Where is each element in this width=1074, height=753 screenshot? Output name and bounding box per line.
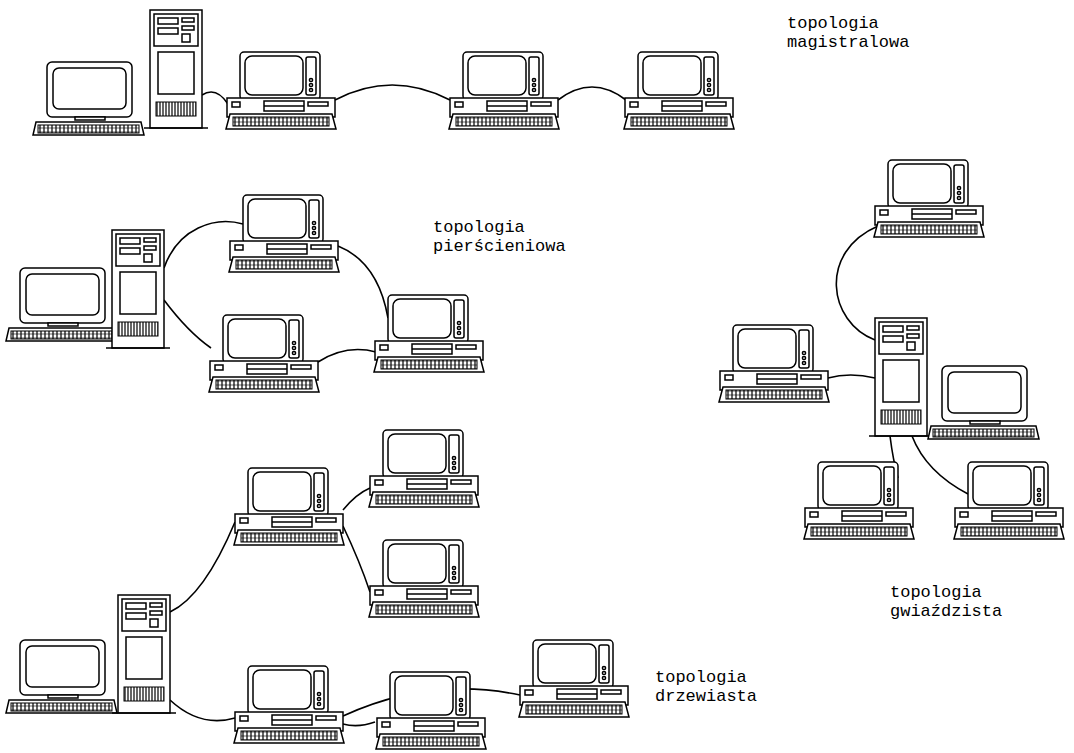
topology-label: topologia drzewiasta [655,668,757,706]
desktop-pc [519,640,629,717]
desktop-pc [376,672,486,749]
desktop-pc [874,160,984,237]
desktop-pc [209,315,319,392]
server-tower [106,230,170,348]
topology-label: topologia pierścieniowa [433,218,566,256]
terminal [33,62,144,135]
desktop-pc [369,430,479,507]
desktop-pc [226,52,336,129]
terminal [928,366,1039,439]
server-tower [869,318,933,436]
desktop-pc [229,195,339,272]
desktop-pc [374,295,484,372]
desktop-pc [804,462,914,539]
terminal [6,268,117,341]
desktop-pc [719,325,829,402]
topology-label: topologia gwiaździsta [890,583,1002,621]
desktop-pc [369,540,479,617]
desktop-pc [234,468,344,545]
server-tower [112,595,176,713]
desktop-pc [234,666,344,743]
server-tower [144,10,208,128]
desktop-pc [624,52,734,129]
desktop-pc [954,462,1064,539]
cable [164,85,968,726]
terminal [6,640,117,713]
desktop-pc [449,52,559,129]
topology-label: topologia magistralowa [787,14,909,52]
